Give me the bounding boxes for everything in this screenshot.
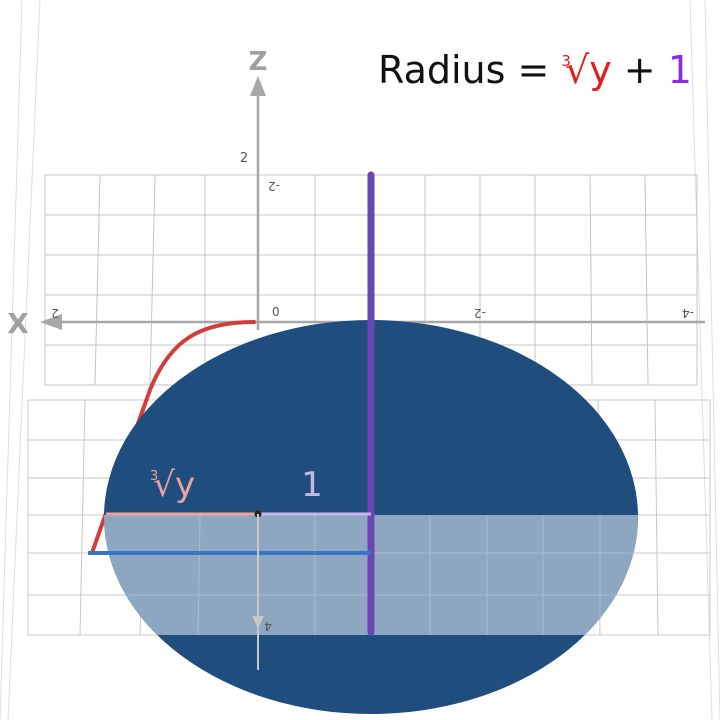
y-axis: [252, 514, 264, 670]
formula-cube-root: 3√y: [561, 48, 612, 92]
formula-prefix: Radius =: [378, 48, 562, 92]
z-tick-neg2: -2: [268, 179, 280, 193]
z-axis-label: Z: [249, 47, 268, 77]
formula-operator: +: [611, 48, 668, 92]
x-tick-2: 2: [51, 306, 59, 320]
x-tick-neg4: -4: [682, 306, 694, 320]
one-annotation: 1: [301, 465, 323, 505]
x-axis-label: X: [7, 307, 29, 340]
x-tick-neg2: -2: [474, 306, 486, 320]
cube-root-annotation: 3√y: [150, 465, 195, 505]
z-axis: [250, 76, 266, 330]
radius-formula: Radius = 3√y + 1: [378, 48, 692, 92]
y-tick-4: 4: [264, 619, 272, 633]
cube-root-curve: [90, 320, 256, 555]
origin-label: 0: [272, 305, 280, 319]
z-tick-2: 2: [240, 151, 248, 166]
formula-constant: 1: [667, 48, 692, 92]
